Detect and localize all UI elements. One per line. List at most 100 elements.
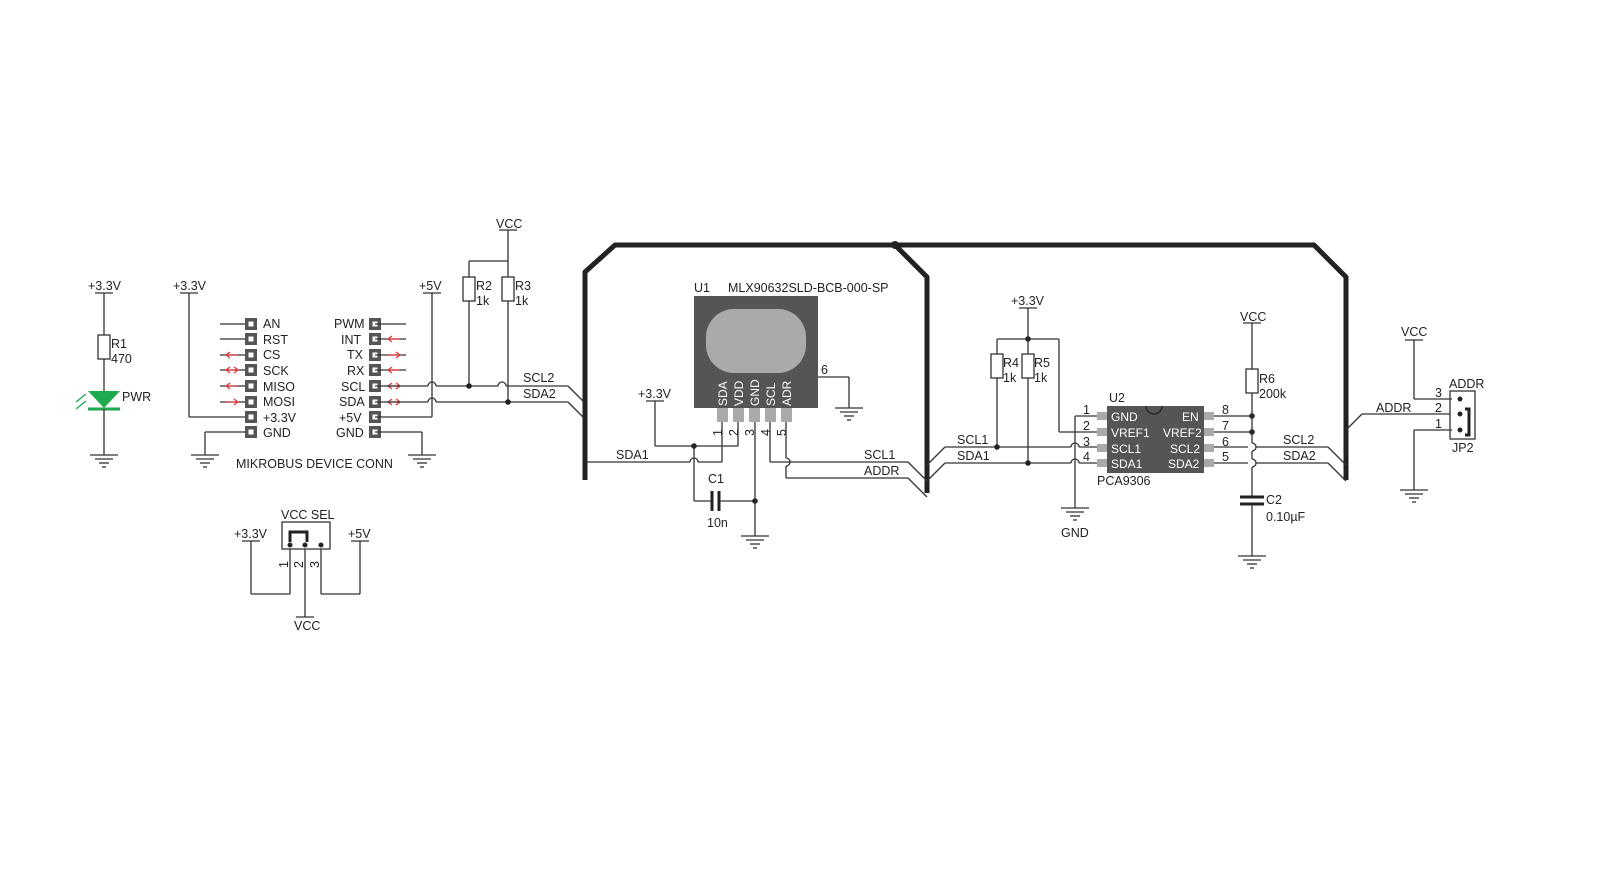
mb-left-pin-rst: RST (263, 333, 288, 347)
mb-right-pin-rx: RX (347, 364, 365, 378)
u1-pin-scl: SCL (764, 382, 778, 406)
u2-pin-num-1: 1 (1083, 403, 1090, 417)
u1-sensor: SDA VDD GND SCL ADR U1 MLX90632SLD-BCB-0… (585, 281, 928, 549)
mb-left-pin-33v: +3.3V (263, 411, 297, 425)
u2-pin-num-5: 5 (1222, 450, 1229, 464)
vcc-sel-pin-1: 1 (277, 561, 291, 568)
r6-resistor (1245, 368, 1259, 394)
u1-pin-num-5: 5 (775, 429, 789, 436)
r2-resistor (462, 276, 476, 302)
r4-label: R4 (1003, 356, 1019, 370)
u1-33v-label: +3.3V (638, 387, 672, 401)
r5-resistor (1021, 353, 1035, 379)
mb-right-pin-5v: +5V (339, 411, 362, 425)
u2-pin-scl2: SCL2 (1170, 442, 1200, 456)
mikrobus-5v-label: +5V (419, 279, 442, 293)
vcc-sel-jumper[interactable]: VCC SEL +3.3V +5V VCC 1 2 3 (234, 508, 371, 633)
r2-value: 1k (476, 294, 490, 308)
sda2-net-label-left: SDA2 (523, 387, 556, 401)
bus-outline (582, 241, 1349, 493)
u2-pin-gnd: GND (1111, 410, 1138, 424)
u2-sda2-net-label: SDA2 (1283, 449, 1316, 463)
mb-right-pin-int: INT (341, 333, 362, 347)
jp2-label: ADDR (1449, 377, 1484, 391)
u1-sda1-net-label: SDA1 (616, 448, 649, 462)
u1-pin-num-2: 2 (727, 429, 741, 436)
u1-pin6-num: 6 (821, 363, 828, 377)
jp2-ref: JP2 (1452, 441, 1474, 455)
mb-left-pin-miso: MISO (263, 380, 295, 394)
u1-pin-num-1: 1 (711, 429, 725, 436)
mb-right-pin-sda: SDA (339, 395, 365, 409)
jp2-addr-jumper[interactable]: ADDR VCC ADDR JP2 3 2 1 (1345, 325, 1484, 503)
mb-left-pin-an: AN (263, 317, 280, 331)
jp2-body (1449, 390, 1476, 440)
mb-left-pin-gnd: GND (263, 426, 291, 440)
c1-value: 10n (707, 516, 728, 530)
r1-label: R1 (111, 337, 127, 351)
r6-label: R6 (1259, 372, 1275, 386)
u2-ref: U2 (1109, 391, 1125, 405)
pwr-led-section: +3.3V R1 470 PWR (75, 279, 151, 468)
r2r3-vcc-label: VCC (496, 217, 522, 231)
mb-right-pin-scl: SCL (341, 380, 365, 394)
u1-addr-net-label: ADDR (864, 464, 899, 478)
u1-ref: U1 (694, 281, 710, 295)
mb-right-pin-tx: TX (347, 348, 364, 362)
u1-pin-vdd: VDD (732, 380, 746, 406)
u1-part: MLX90632SLD-BCB-000-SP (728, 281, 889, 295)
u1-pin-gnd: GND (748, 379, 762, 406)
u2-pin-sda1: SDA1 (1111, 457, 1143, 471)
u1-pin-num-4: 4 (759, 429, 773, 436)
pwr-led-label: PWR (122, 390, 151, 404)
vcc-sel-pin-2: 2 (292, 561, 306, 568)
u2-gnd-label: GND (1061, 526, 1089, 540)
u2-pin-sda2: SDA2 (1168, 457, 1200, 471)
u1-pin-adr: ADR (780, 380, 794, 406)
mikrobus-33v-label: +3.3V (173, 279, 207, 293)
r4-resistor (990, 353, 1004, 379)
addr-net-label-right: ADDR (1376, 401, 1411, 415)
u2-pin-scl1: SCL1 (1111, 442, 1141, 456)
r5-value: 1k (1034, 371, 1048, 385)
u2-pin-num-8: 8 (1222, 403, 1229, 417)
r5-label: R5 (1034, 356, 1050, 370)
vcc-sel-pin-3: 3 (308, 561, 322, 568)
u1-scl1-net-label: SCL1 (864, 448, 895, 462)
mb-right-pin-gnd: GND (336, 426, 364, 440)
jp2-pin-1: 1 (1435, 417, 1442, 431)
u1-pin-num-3: 3 (743, 429, 757, 436)
u2-sda1-net-label: SDA1 (957, 449, 990, 463)
u2-scl2-net-label: SCL2 (1283, 433, 1314, 447)
mb-left-pin-sck: SCK (263, 364, 289, 378)
u2-pin-en: EN (1182, 410, 1199, 424)
r3-resistor (501, 276, 515, 302)
mikrobus-connector: +3.3V AN RST CS SCK MISO MOSI +3.3V GND (173, 279, 568, 471)
r6-value: 200k (1259, 387, 1287, 401)
r3-label: R3 (515, 279, 531, 293)
u2-pin-num-3: 3 (1083, 435, 1090, 449)
vcc-sel-33v-label: +3.3V (234, 527, 268, 541)
u1-pin-sda: SDA (716, 381, 730, 406)
vcc-sel-vcc-label: VCC (294, 619, 320, 633)
u2-pin-num-4: 4 (1083, 450, 1090, 464)
u2-pin-num-7: 7 (1222, 419, 1229, 433)
mb-right-pin-pwm: PWM (334, 317, 365, 331)
u2-pin-vref1: VREF1 (1111, 426, 1150, 440)
c2-value: 0.10µF (1266, 510, 1306, 524)
jp2-pin-3: 3 (1435, 386, 1442, 400)
u2-pin-num-2: 2 (1083, 419, 1090, 433)
u2-pin-num-6: 6 (1222, 435, 1229, 449)
r6-vcc-label: VCC (1240, 310, 1266, 324)
u2-level-translator: GND VREF1 SCL1 SDA1 EN VREF2 SCL2 SDA2 U… (926, 294, 1347, 569)
u2-scl1-net-label: SCL1 (957, 433, 988, 447)
jp2-vcc-label: VCC (1401, 325, 1427, 339)
mb-left-pin-mosi: MOSI (263, 395, 295, 409)
u2-pin-vref2: VREF2 (1163, 426, 1202, 440)
scl2-net-label-left: SCL2 (523, 371, 554, 385)
r1-resistor (97, 334, 111, 360)
i2c-pullups: VCC R2 1k R3 1k SCL2 SDA2 (462, 217, 586, 420)
r4-value: 1k (1003, 371, 1017, 385)
vcc-sel-label: VCC SEL (281, 508, 335, 522)
